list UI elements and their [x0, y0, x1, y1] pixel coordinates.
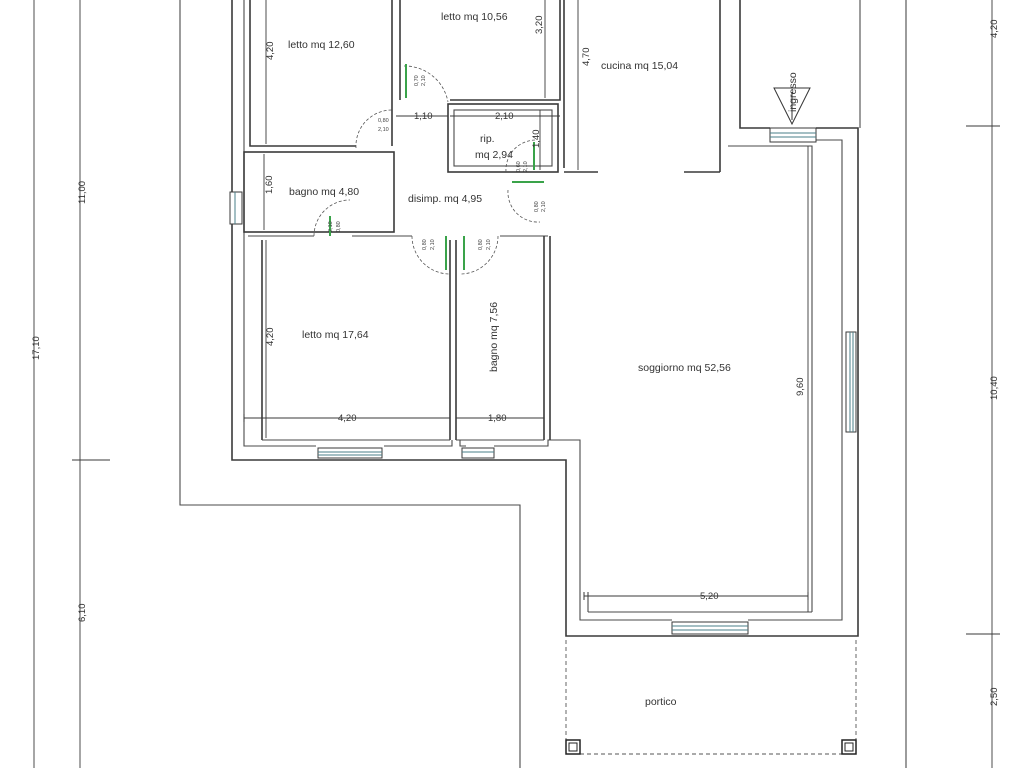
room-bagno-4-80: bagno mq 4,80 [289, 186, 359, 198]
room-cucina: cucina mq 15,04 [601, 60, 678, 72]
dim-soggiorno-w: 5,20 [700, 591, 719, 602]
door-label: 2,10 [486, 239, 492, 250]
door-label: 0,80 [534, 201, 540, 212]
room-ripostiglio-area: mq 2,94 [475, 149, 513, 161]
dimension-lines: 17,10 11,00 6,10 4,20 10,40 2,50 4,20 3,… [31, 0, 1000, 768]
room-labels: letto mq 12,60 letto mq 10,56 cucina mq … [288, 11, 799, 708]
dim-disimp-w: 1,10 [414, 111, 433, 122]
door-label: 0,70 [414, 75, 420, 86]
room-portico: portico [645, 696, 677, 708]
window-letto3 [317, 447, 383, 459]
dim-left-lower: 6,10 [77, 604, 88, 623]
door-label: 2,10 [430, 239, 436, 250]
door-label: 2,10 [541, 201, 547, 212]
door-label: 0,60 [516, 161, 522, 172]
dim-letto1-h: 4,20 [265, 42, 276, 61]
room-letto-17-64: letto mq 17,64 [302, 329, 369, 341]
door-label: 0,80 [378, 118, 389, 124]
room-bagno-7-56: bagno mq 7,56 [488, 302, 500, 372]
building-walls [231, 0, 859, 637]
dim-cucina-h: 4,70 [581, 48, 592, 67]
dim-right-top: 4,20 [989, 20, 1000, 39]
portico-column [565, 739, 581, 755]
dim-letto3-w: 4,20 [338, 413, 357, 424]
windows [229, 127, 857, 635]
room-disimpegno: disimp. mq 4,95 [408, 193, 482, 205]
entrance-arrow [773, 87, 811, 126]
room-ripostiglio: rip. [480, 133, 495, 145]
dim-bagno2-w: 1,80 [488, 413, 507, 424]
window-living-right [845, 331, 857, 433]
dim-right-low: 2,50 [989, 688, 1000, 707]
room-letto-12-60: letto mq 12,60 [288, 39, 355, 51]
dim-letto3-h: 4,20 [265, 328, 276, 347]
door-label: 0,80 [422, 239, 428, 250]
dim-bagno1-h: 1,60 [264, 176, 275, 195]
door-label: 2,10 [421, 75, 427, 86]
entrance-door [769, 127, 817, 143]
portico-column [841, 739, 857, 755]
lot-outline [179, 0, 907, 768]
door-label: 2,10 [523, 161, 529, 172]
door-label: 2,10 [378, 127, 389, 133]
entrance-label: ingresso [787, 72, 799, 112]
doors [313, 64, 544, 275]
dim-left-upper: 11,00 [77, 181, 88, 204]
door-label: 0,80 [336, 221, 342, 232]
window-bagno1 [229, 191, 243, 225]
room-letto-10-56: letto mq 10,56 [441, 11, 508, 23]
dim-soggiorno-h: 9,60 [795, 378, 806, 397]
dim-rip-h: 1,40 [531, 130, 542, 149]
window-living-bottom [671, 621, 749, 635]
door-label: 2,10 [328, 221, 334, 232]
dim-right-mid: 10,40 [989, 376, 1000, 400]
dim-total-left: 17,10 [31, 336, 42, 360]
door-labels: 0,80 2,10 0,70 2,10 0,80 2,10 0,80 2,10 … [328, 75, 547, 250]
dim-letto2-h: 3,20 [534, 16, 545, 35]
dim-rip-w: 2,10 [495, 111, 514, 122]
door-label: 0,80 [478, 239, 484, 250]
window-bagno2 [461, 447, 495, 459]
portico [565, 640, 857, 755]
room-soggiorno: soggiorno mq 52,56 [638, 362, 731, 374]
